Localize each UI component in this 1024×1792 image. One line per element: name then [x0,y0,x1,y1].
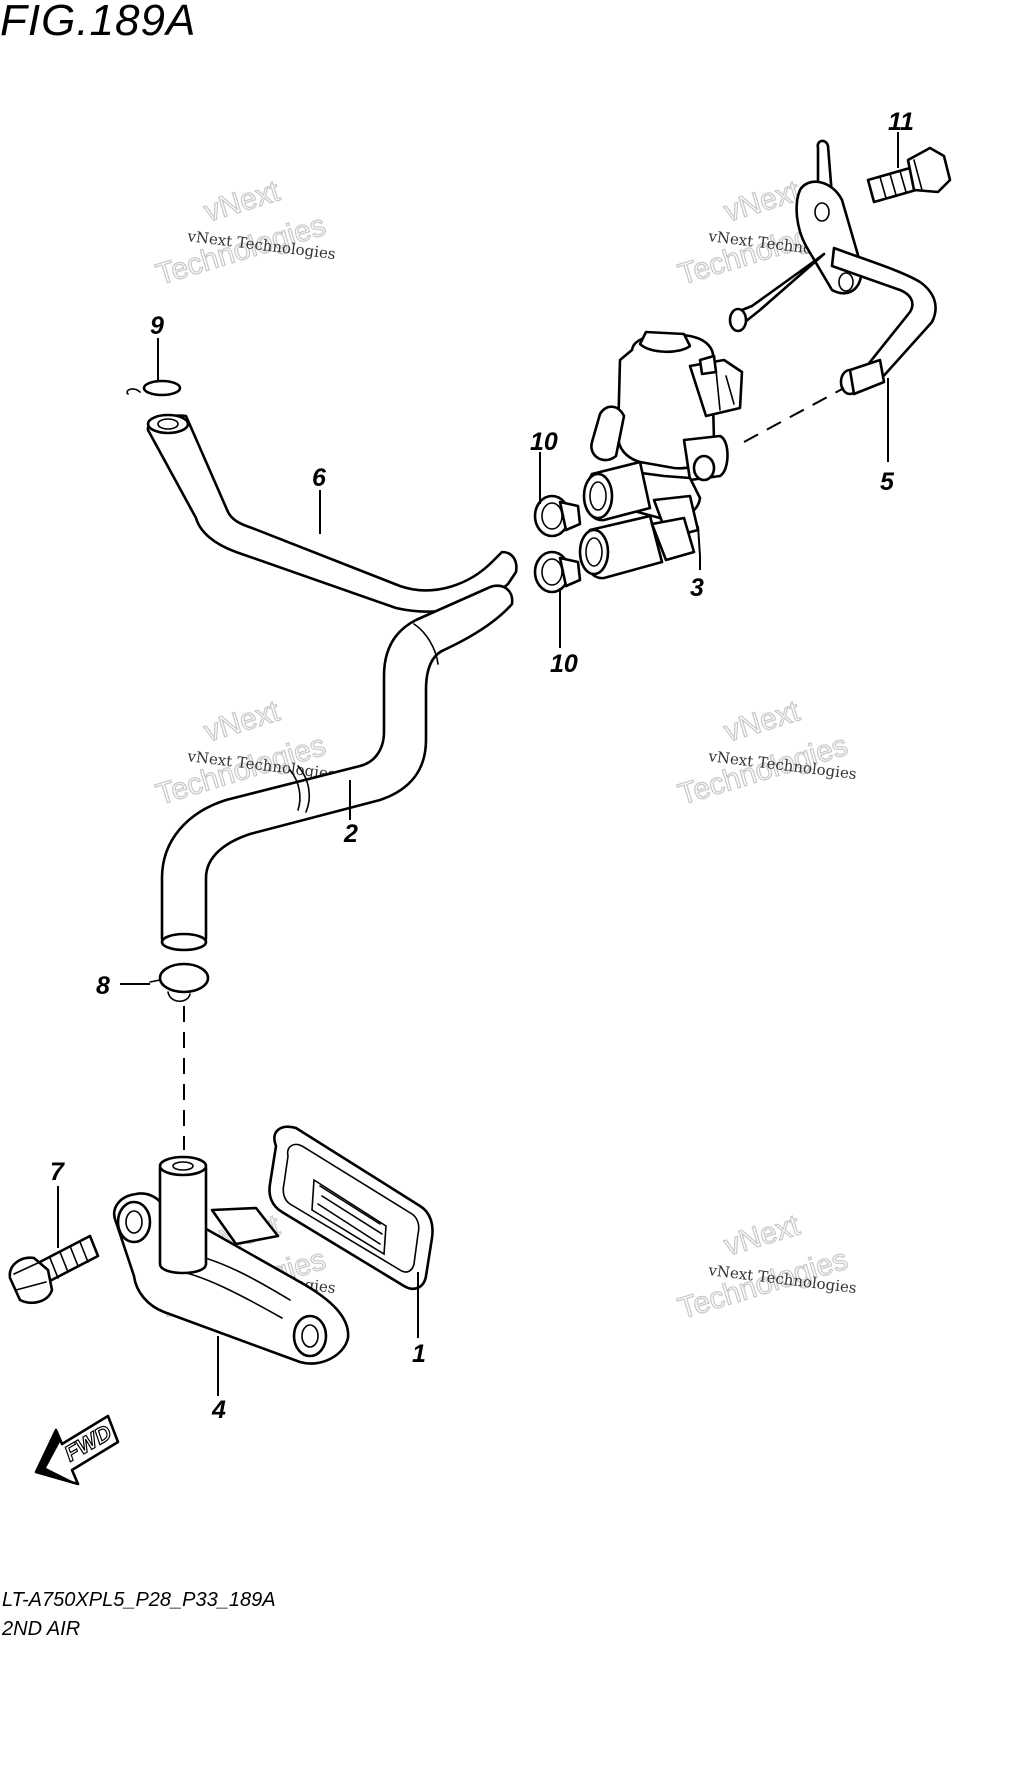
part-8-clip [149,962,210,1003]
callout-3: 3 [690,574,704,602]
part-4-pipe-flange [113,1155,350,1365]
fwd-arrow: FWD [34,1414,120,1486]
watermark: vNext Technologies vNext Technologies [674,694,858,812]
callouts: 11 9 6 10 10 5 3 2 8 7 4 1 [50,108,914,1424]
watermark-vnext: vNext [200,175,284,229]
callout-5: 5 [880,468,895,496]
callout-8: 8 [96,972,110,1000]
figure-title: FIG.189A [0,0,197,45]
watermark: vNext Technologies vNext Technologies [674,1208,858,1326]
callout-1: 1 [412,1340,426,1368]
part-7-bolt [8,1234,100,1304]
part-5-pipe [728,139,937,396]
watermark-vnext: vNext [720,1209,804,1263]
part-11-bolt [866,146,952,204]
callout-10-upper: 10 [530,428,558,456]
callout-6: 6 [312,464,327,492]
part-1-gasket [268,1125,434,1290]
callout-9: 9 [150,312,164,340]
watermark-vnext: vNext [200,695,284,749]
watermark-vnext: vNext [720,695,804,749]
watermark-vnext: vNext [720,175,804,229]
callout-2: 2 [343,820,358,848]
figure-footer: LT-A750XPL5_P28_P33_189A 2ND AIR [2,1586,276,1644]
part-9-clip [126,379,182,397]
callout-7: 7 [50,1158,65,1186]
leader-lines [57,132,899,1396]
callout-10-lower: 10 [550,650,578,678]
figure-code: LT-A750XPL5_P28_P33_189A [2,1589,276,1611]
figure-name: 2ND AIR [2,1618,81,1640]
part-10-clamp-lower [533,550,582,594]
part-3-valve [578,330,744,580]
part-10-clamp-upper [533,494,582,538]
callout-11: 11 [888,108,914,136]
watermark: vNext Technologies vNext Technologies [152,174,337,292]
part-2-hose [160,584,514,952]
callout-4: 4 [211,1396,226,1424]
part-6-hose [146,413,518,613]
